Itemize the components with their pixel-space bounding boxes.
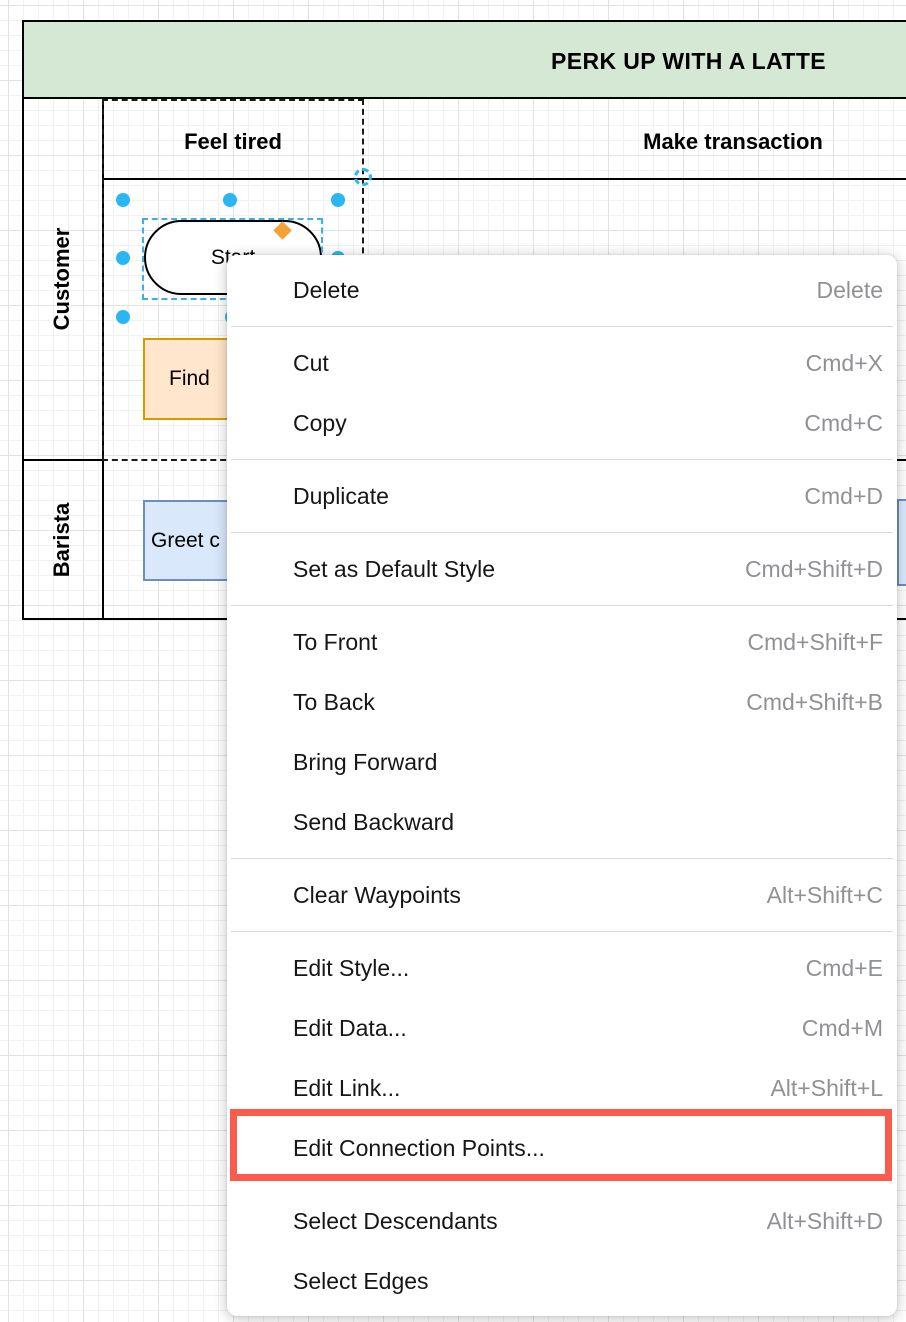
menu-separator: [231, 459, 893, 460]
lane-barista[interactable]: Barista: [49, 502, 74, 578]
menu-item-label: To Front: [293, 628, 378, 655]
menu-item-label: Edit Link...: [293, 1074, 401, 1101]
menu-item-bring-forward[interactable]: Bring Forward: [227, 732, 897, 792]
menu-item-label: Duplicate: [293, 482, 389, 509]
menu-item-label: Select Edges: [293, 1267, 429, 1294]
menu-item-shortcut: Delete: [816, 276, 883, 303]
menu-item-label: Edit Style...: [293, 954, 410, 981]
selection-handle[interactable]: [331, 193, 345, 207]
pool-title: PERK UP WITH A LATTE: [551, 48, 827, 74]
menu-item-cut[interactable]: Cut Cmd+X: [227, 333, 897, 393]
menu-item-shortcut: Cmd+Shift+B: [746, 688, 883, 715]
menu-item-label: Set as Default Style: [293, 555, 495, 582]
selection-handle[interactable]: [116, 251, 130, 265]
rotate-handle-icon[interactable]: [354, 168, 372, 186]
menu-item-label: Bring Forward: [293, 748, 438, 775]
shape-partial-right-edge[interactable]: [897, 499, 906, 586]
menu-item-label: Copy: [293, 409, 347, 436]
menu-separator: [231, 326, 893, 327]
phase-make-transaction[interactable]: Make transaction: [643, 129, 823, 154]
menu-item-to-back[interactable]: To Back Cmd+Shift+B: [227, 672, 897, 732]
menu-item-send-backward[interactable]: Send Backward: [227, 792, 897, 852]
lane-customer[interactable]: Customer: [49, 227, 74, 331]
menu-item-shortcut: Cmd+E: [805, 954, 883, 981]
menu-item-shortcut: Cmd+D: [804, 482, 883, 509]
selection-handle[interactable]: [116, 193, 130, 207]
menu-item-duplicate[interactable]: Duplicate Cmd+D: [227, 466, 897, 526]
menu-item-label: Edit Data...: [293, 1014, 407, 1041]
menu-item-select-descendants[interactable]: Select Descendants Alt+Shift+D: [227, 1191, 897, 1251]
menu-item-label: Edit Connection Points...: [293, 1134, 545, 1161]
phase-feel-tired[interactable]: Feel tired: [184, 129, 282, 154]
menu-item-shortcut: Alt+Shift+C: [766, 881, 883, 908]
menu-item-label: Select Descendants: [293, 1207, 498, 1234]
menu-item-label: Clear Waypoints: [293, 881, 461, 908]
menu-item-delete[interactable]: Delete Delete: [227, 260, 897, 320]
pool-left-border: [22, 99, 24, 620]
menu-item-shortcut: Cmd+M: [801, 1014, 883, 1041]
selection-handle[interactable]: [116, 310, 130, 324]
phase-header-underline: [103, 178, 906, 180]
menu-item-shortcut: Cmd+Shift+F: [747, 628, 884, 655]
menu-item-to-front[interactable]: To Front Cmd+Shift+F: [227, 612, 897, 672]
menu-item-clear-waypoints[interactable]: Clear Waypoints Alt+Shift+C: [227, 865, 897, 925]
menu-spacer: [227, 1178, 897, 1191]
menu-item-label: To Back: [293, 688, 375, 715]
menu-item-shortcut: Alt+Shift+L: [770, 1074, 883, 1101]
menu-item-label: Cut: [293, 349, 329, 376]
menu-item-shortcut: Cmd+C: [804, 409, 883, 436]
menu-item-copy[interactable]: Copy Cmd+C: [227, 393, 897, 453]
pool-title-band[interactable]: [22, 20, 906, 99]
menu-separator: [231, 605, 893, 606]
menu-item-shortcut: Cmd+Shift+D: [744, 555, 883, 582]
menu-item-edit-connection-points[interactable]: Edit Connection Points...: [227, 1109, 897, 1181]
menu-item-edit-data[interactable]: Edit Data... Cmd+M: [227, 998, 897, 1058]
menu-item-label: Delete: [293, 276, 360, 303]
menu-separator: [231, 532, 893, 533]
menu-item-edit-link[interactable]: Edit Link... Alt+Shift+L: [227, 1058, 897, 1118]
menu-item-shortcut: Cmd+X: [805, 349, 883, 376]
menu-item-label: Send Backward: [293, 808, 455, 835]
menu-item-select-edges[interactable]: Select Edges: [227, 1251, 897, 1311]
menu-item-shortcut: Alt+Shift+D: [766, 1207, 883, 1234]
selection-handle[interactable]: [223, 193, 237, 207]
menu-separator: [231, 931, 893, 932]
menu-separator: [231, 858, 893, 859]
menu-item-edit-style[interactable]: Edit Style... Cmd+E: [227, 938, 897, 998]
menu-item-set-as-default-style[interactable]: Set as Default Style Cmd+Shift+D: [227, 539, 897, 599]
